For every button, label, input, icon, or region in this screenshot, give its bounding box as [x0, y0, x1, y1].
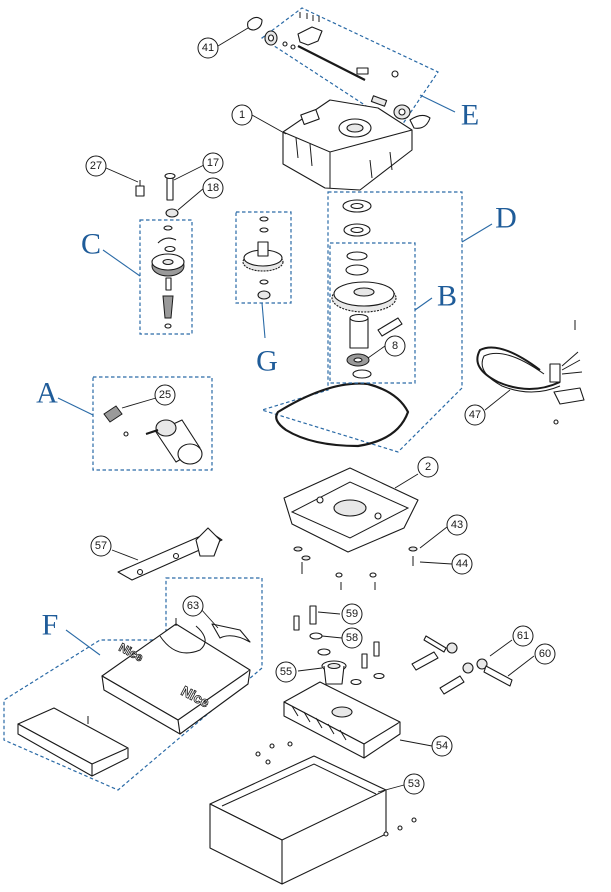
callout-59: 59 [341, 603, 363, 625]
svg-text:25: 25 [159, 389, 171, 401]
svg-text:63: 63 [187, 600, 199, 612]
callout-60: 60 [534, 643, 556, 665]
top-leaders [217, 27, 386, 359]
callout-2: 2 [417, 456, 439, 478]
svg-text:8: 8 [392, 340, 398, 352]
svg-text:53: 53 [408, 778, 420, 790]
group-a-parts [57, 376, 213, 471]
mounting-bracket-part [111, 527, 223, 581]
callout-27: 27 [85, 155, 107, 177]
callout-47: 47 [464, 404, 486, 426]
callout-43: 43 [446, 514, 468, 536]
group-label-d: D [495, 202, 517, 235]
group-e-parts [247, 7, 456, 129]
group-d-parts [259, 191, 493, 453]
callout-63: 63 [182, 595, 204, 617]
svg-text:43: 43 [451, 519, 463, 531]
callout-55: 55 [275, 661, 297, 683]
callout-17: 17 [202, 152, 224, 174]
group-label-g: G [256, 345, 278, 378]
svg-text:54: 54 [436, 740, 448, 752]
callout-25: 25 [154, 384, 176, 406]
base-tray-part [209, 741, 417, 885]
svg-text:60: 60 [539, 648, 551, 660]
svg-text:55: 55 [280, 666, 292, 678]
callout-18: 18 [202, 177, 224, 199]
svg-text:17: 17 [207, 157, 219, 169]
callout-41: 41 [197, 37, 219, 59]
svg-text:59: 59 [346, 608, 358, 620]
group-label-f: F [42, 609, 59, 642]
pins-60-61 [411, 635, 535, 695]
callout-1: 1 [231, 104, 253, 126]
callout-61: 61 [512, 625, 534, 647]
svg-text:1: 1 [239, 109, 245, 121]
screws-55-58-59 [293, 605, 385, 686]
screws-27-17-18 [105, 164, 205, 218]
lower-housing-part [283, 467, 419, 553]
svg-text:41: 41 [202, 42, 214, 54]
svg-text:57: 57 [95, 540, 107, 552]
upper-housing-part [282, 99, 413, 191]
svg-text:18: 18 [207, 182, 219, 194]
group-c-parts [102, 219, 193, 335]
group-b-parts [329, 242, 433, 384]
svg-text:2: 2 [425, 461, 431, 473]
svg-text:61: 61 [517, 630, 529, 642]
cable-harness-part [476, 320, 585, 425]
screws-43-44 [293, 526, 453, 590]
group-label-c: C [81, 228, 101, 261]
svg-text:47: 47 [469, 409, 481, 421]
callout-53: 53 [403, 773, 425, 795]
svg-text:27: 27 [90, 160, 102, 172]
callout-58: 58 [341, 627, 363, 649]
group-label-a: A [36, 377, 58, 410]
electronics-frame-part [283, 681, 433, 759]
group-label-b: B [437, 280, 457, 313]
callout-44: 44 [451, 553, 473, 575]
svg-text:44: 44 [456, 558, 468, 570]
svg-text:58: 58 [346, 632, 358, 644]
callout-8: 8 [384, 335, 406, 357]
group-f-parts: Nice Nice [3, 577, 263, 791]
callout-57: 57 [90, 535, 112, 557]
group-g-parts [235, 211, 292, 339]
callout-54: 54 [431, 735, 453, 757]
group-label-e: E [461, 99, 479, 132]
